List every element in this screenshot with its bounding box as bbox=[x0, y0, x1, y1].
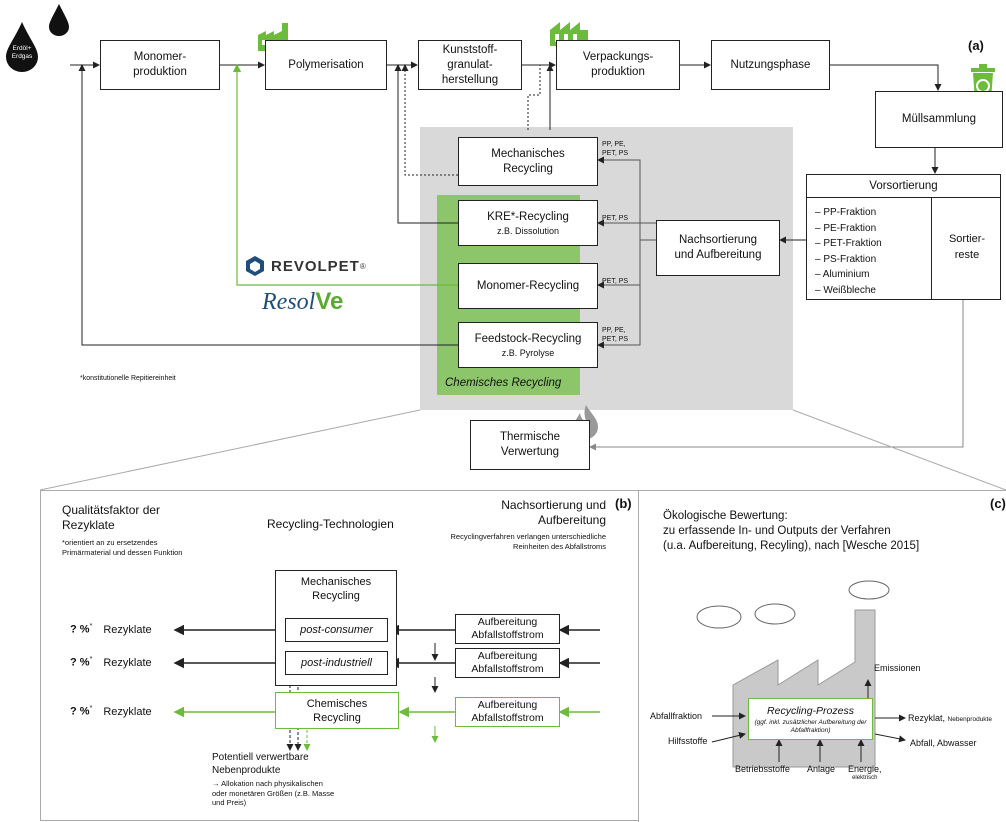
kre-recycling-box: KRE*-Recycling z.B. Dissolution bbox=[458, 200, 598, 246]
chem-recycling-box-b: Chemisches Recycling bbox=[275, 692, 399, 729]
presort-title: Vorsortierung bbox=[807, 175, 1000, 198]
output-row-1: ? %* Rezyklate bbox=[70, 623, 152, 636]
output-rezyklat: Rezyklat, Nebenprodukte bbox=[908, 713, 992, 723]
flow-label: PP, PE,PET, PS bbox=[602, 327, 629, 343]
flow-label: PET, PS bbox=[602, 215, 629, 222]
tech-title: Recycling-Technologien bbox=[267, 517, 394, 531]
emissions-label: Emissionen bbox=[874, 663, 921, 673]
revolpet-hex-icon bbox=[246, 256, 264, 276]
packaging-production-box: Verpackungs-produktion bbox=[556, 40, 680, 90]
quality-note: *orientiert an zu ersetzendes Primärmate… bbox=[62, 538, 183, 557]
chemical-recycling-label: Chemisches Recycling bbox=[445, 377, 562, 389]
fraction-item: – Weißbleche bbox=[815, 284, 876, 296]
fraction-item: – PP-Fraktion bbox=[815, 207, 877, 218]
input-operating: Betriebsstoffe bbox=[735, 764, 790, 774]
revolpet-logo: REVOLPET ® bbox=[245, 255, 366, 277]
fraction-item: – PE-Fraktion bbox=[815, 222, 877, 234]
prep-box-3: Aufbereitung Abfallstoffstrom bbox=[455, 697, 560, 727]
polymerisation-box: Polymerisation bbox=[265, 40, 387, 90]
panel-a-label: (a) bbox=[968, 38, 984, 53]
flow-label: PP, PE,PET, PS bbox=[602, 141, 629, 157]
use-phase-box: Nutzungsphase bbox=[711, 40, 830, 90]
input-energy: Energie, elektrisch bbox=[848, 764, 882, 781]
fraction-item: – Aluminium bbox=[815, 269, 870, 280]
prep-note: Recyclingverfahren verlangen unterschied… bbox=[450, 532, 606, 551]
thermal-recovery-box: Thermische Verwertung bbox=[470, 420, 590, 470]
prep-title: Nachsortierung und Aufbereitung bbox=[501, 498, 606, 527]
recycling-process-box: Recycling-Prozess (ggf. inkl. zusätzlich… bbox=[748, 698, 873, 740]
oil-drop-icon bbox=[47, 4, 71, 36]
postsort-box: Nachsortierung und Aufbereitung bbox=[656, 220, 780, 276]
fraction-list: – PP-Fraktion – PE-Fraktion – PET-Frakti… bbox=[815, 205, 882, 298]
panel-c-label: (c) bbox=[990, 496, 1006, 511]
monomer-recycling-box: Monomer-Recycling bbox=[458, 263, 598, 309]
output-waste: Abfall, Abwasser bbox=[910, 738, 977, 748]
footnote: *konstitutionelle Repitiereinheit bbox=[80, 375, 176, 382]
panel-b-label: (b) bbox=[615, 496, 632, 511]
input-plant: Anlage bbox=[807, 764, 836, 774]
input-aux: Hilfsstoffe bbox=[668, 736, 708, 746]
residues-label: Sortier-reste bbox=[948, 233, 986, 261]
fuel-label: Erdöl+Erdgas bbox=[11, 45, 33, 60]
input-waste-fraction: Abfallfraktion bbox=[650, 711, 703, 721]
monomer-production-box: Monomer-produktion bbox=[100, 40, 220, 90]
oil-gas-drop-icon bbox=[4, 22, 40, 74]
prep-box-1: Aufbereitung Abfallstoffstrom bbox=[455, 614, 560, 644]
waste-collection-box: Müllsammlung bbox=[875, 91, 1003, 148]
post-industrial-box: post-industriell bbox=[285, 651, 388, 675]
mechanical-recycling-box: Mechanisches Recycling bbox=[458, 137, 598, 186]
post-consumer-box: post-consumer bbox=[285, 618, 388, 642]
flow-label: PET, PS bbox=[602, 278, 629, 285]
byproducts-label: Potentiell verwertbare Nebenprodukte bbox=[212, 752, 309, 776]
panel-c-title: Ökologische Bewertung: zu erfassende In-… bbox=[663, 510, 920, 552]
presort-divider bbox=[931, 197, 932, 300]
granulate-production-box: Kunststoff-granulat-herstellung bbox=[418, 40, 522, 90]
allocation-note: → Allokation nach physikalischen oder mo… bbox=[212, 779, 335, 807]
output-row-3: ? %* Rezyklate bbox=[70, 705, 152, 718]
prep-box-2: Aufbereitung Abfallstoffstrom bbox=[455, 648, 560, 678]
resolve-logo: ResolVe bbox=[262, 288, 344, 315]
fraction-item: – PS-Fraktion bbox=[815, 253, 877, 265]
presort-box: Vorsortierung – PP-Fraktion – PE-Fraktio… bbox=[806, 174, 1001, 300]
quality-title: Qualitätsfaktor der Rezyklate bbox=[62, 503, 161, 532]
feedstock-recycling-box: Feedstock-Recycling z.B. Pyrolyse bbox=[458, 322, 598, 368]
fraction-item: – PET-Fraktion bbox=[815, 238, 882, 249]
output-row-2: ? %* Rezyklate bbox=[70, 656, 152, 669]
